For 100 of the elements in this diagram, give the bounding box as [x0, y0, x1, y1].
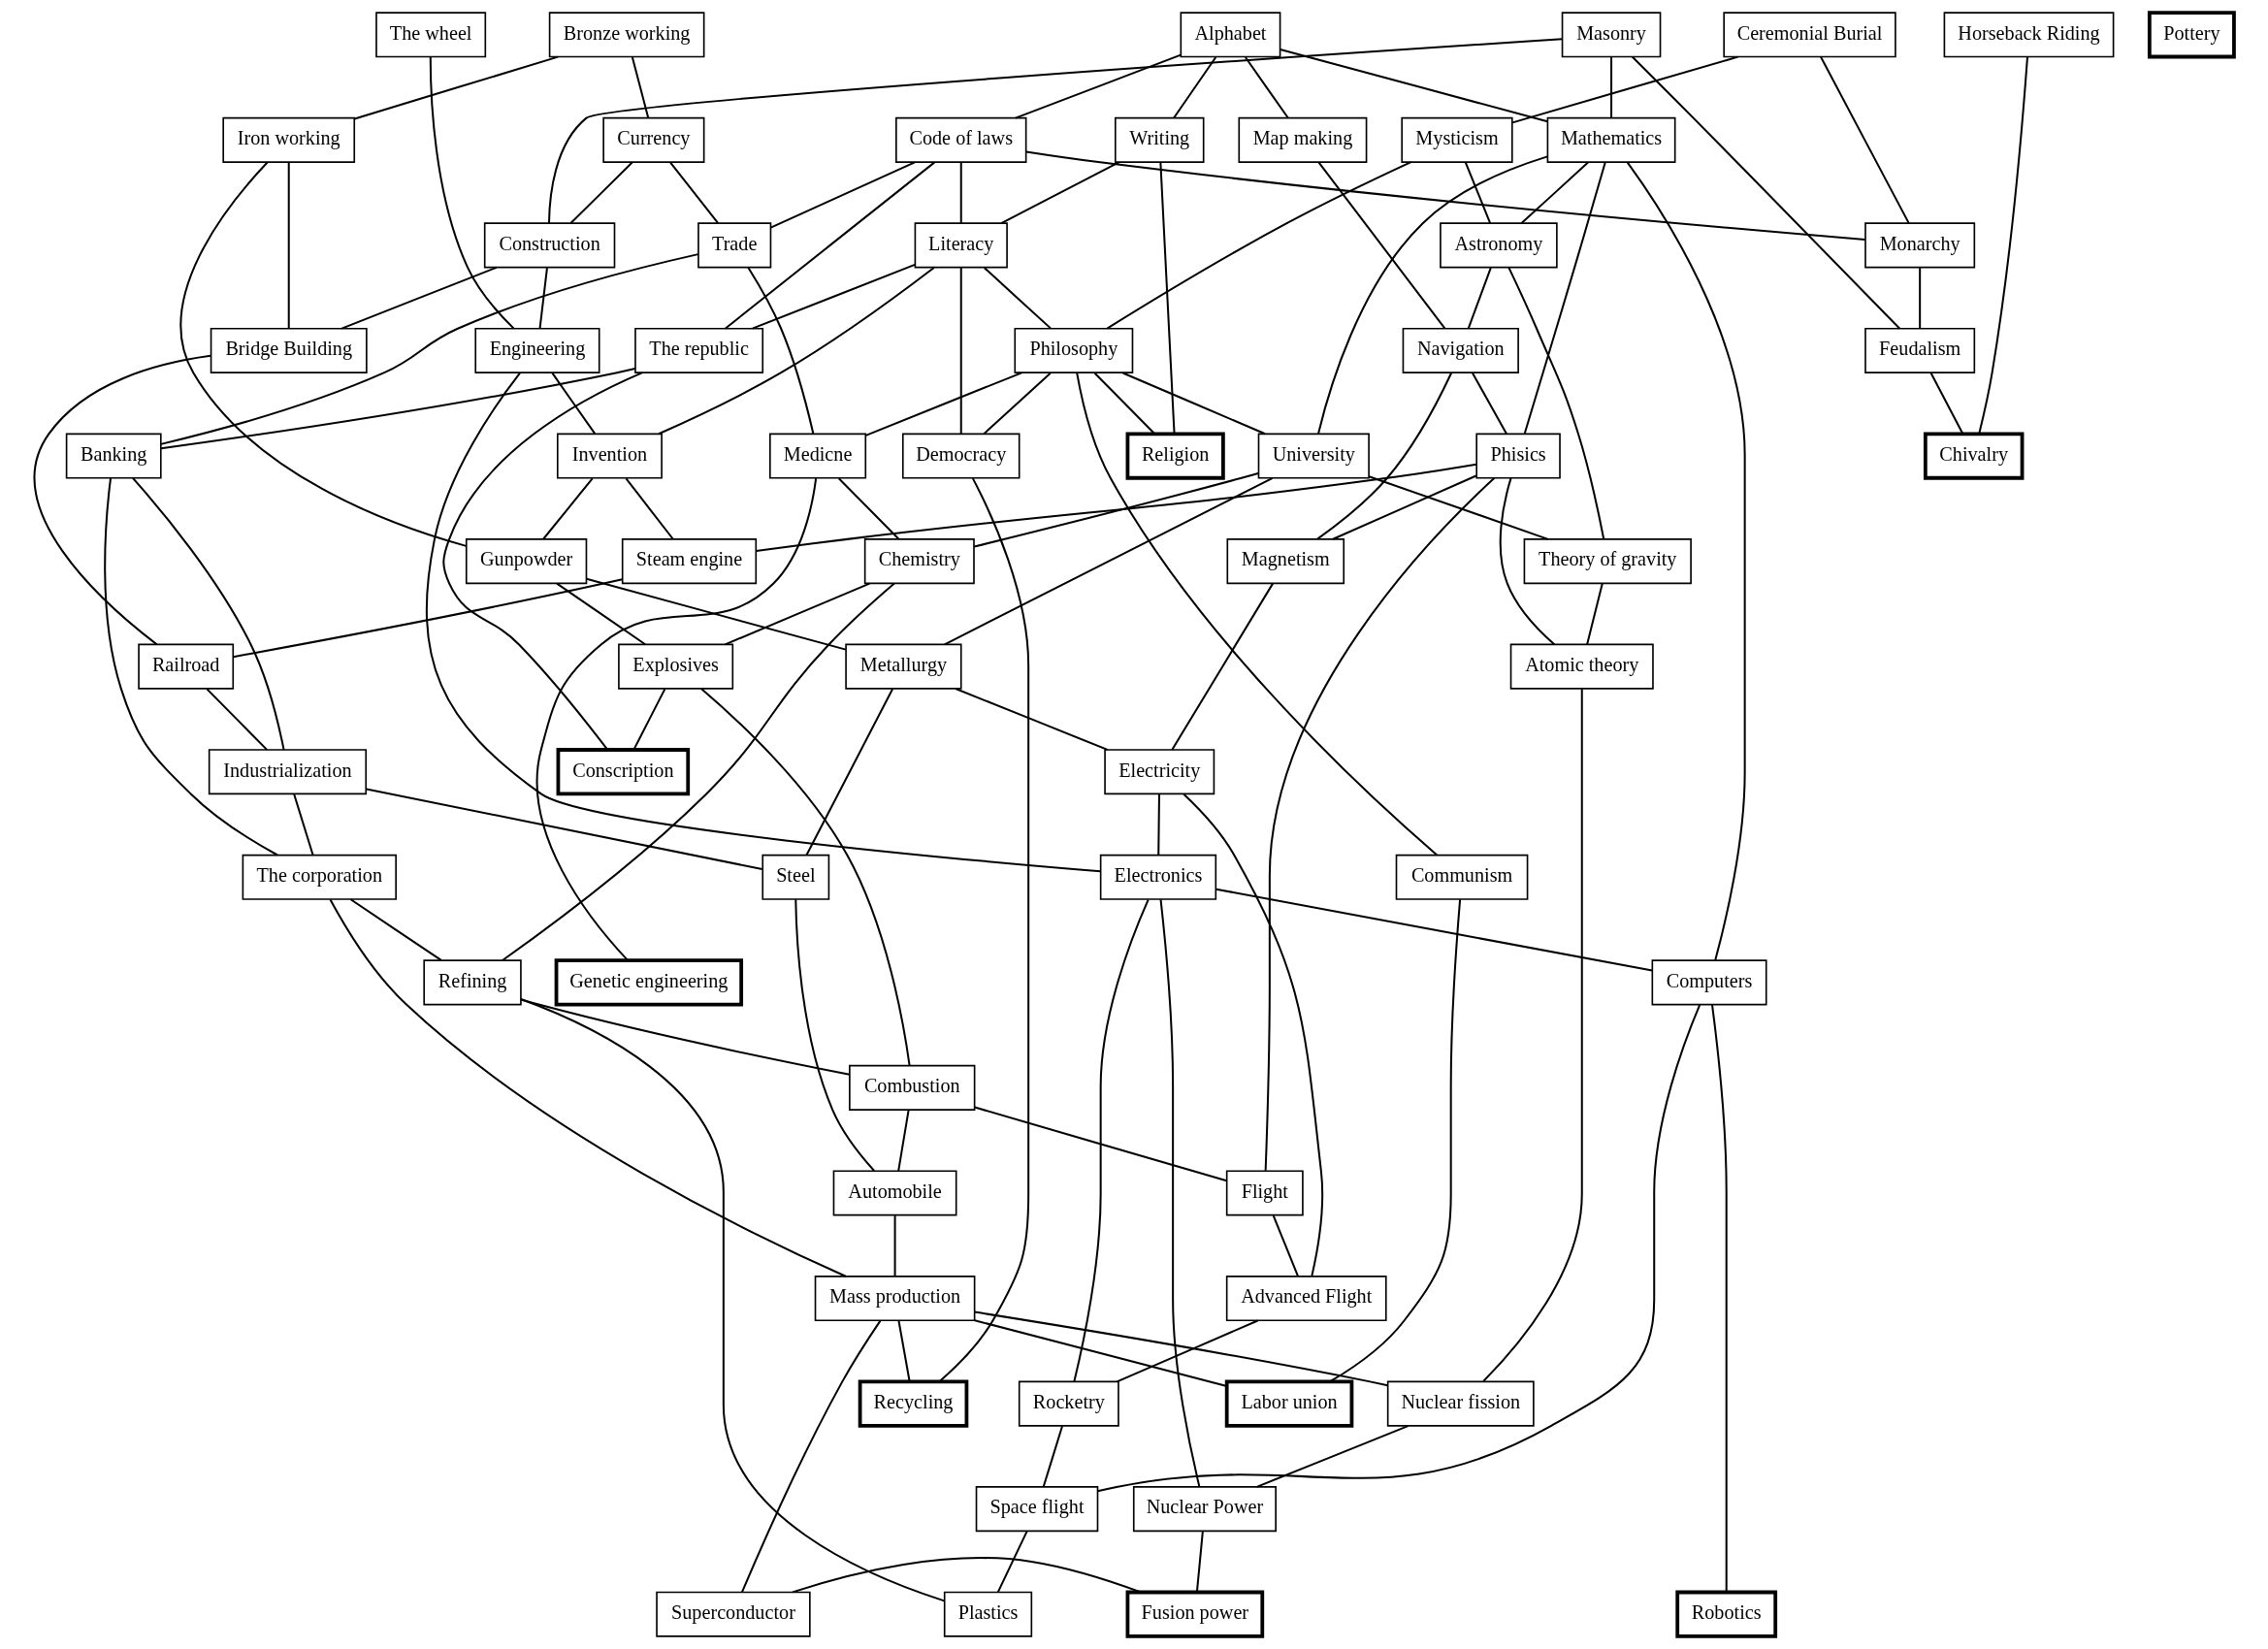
node-box: Ceremonial Burial — [1723, 12, 1896, 58]
connector — [1117, 1319, 1258, 1383]
connector — [535, 478, 818, 961]
node-box: Monarchy — [1864, 222, 1976, 269]
node-box: Explosives — [618, 643, 734, 690]
node-box: Space flight — [975, 1486, 1099, 1533]
connector — [542, 477, 594, 540]
connector — [1467, 267, 1492, 329]
connector — [1329, 899, 1462, 1383]
connector — [1631, 55, 1900, 330]
connector — [794, 899, 875, 1172]
connector — [1332, 474, 1477, 540]
node-box: The wheel — [375, 12, 487, 58]
connector — [865, 372, 1022, 436]
node-box: Construction — [483, 222, 616, 269]
node-box: Map making — [1238, 116, 1368, 163]
connector — [547, 38, 1563, 224]
node-box: Railroad — [138, 643, 235, 690]
connector — [160, 253, 698, 445]
node-box: Fusion power — [1125, 1590, 1265, 1638]
node-box: Labor union — [1224, 1379, 1354, 1428]
connector — [792, 1557, 1142, 1594]
connector — [974, 1319, 1227, 1387]
connector — [1025, 150, 1865, 241]
connector — [1317, 161, 1446, 330]
node-box: Conscription — [556, 748, 691, 796]
node-box: Superconductor — [656, 1591, 811, 1637]
connector — [1245, 56, 1289, 119]
node-box: Automobile — [832, 1170, 957, 1216]
node-box: Plastics — [943, 1591, 1033, 1637]
connector — [1183, 793, 1324, 1277]
connector — [1042, 1426, 1063, 1488]
connector — [287, 162, 290, 329]
node-box: Nuclear Power — [1132, 1486, 1277, 1533]
node-box: Mathematics — [1546, 116, 1676, 163]
connector — [160, 368, 635, 450]
connector — [1122, 372, 1266, 436]
connector — [974, 1106, 1227, 1182]
connector — [1711, 1004, 1728, 1592]
connector — [984, 267, 1052, 330]
connector — [805, 688, 894, 856]
connector — [1093, 372, 1156, 435]
connector — [944, 476, 1274, 646]
node-box: Steam engine — [621, 538, 758, 585]
node-box: Combustion — [849, 1064, 976, 1111]
node-box: Banking — [65, 433, 162, 479]
connector — [354, 55, 559, 120]
connector — [1507, 267, 1605, 539]
node-box: Communism — [1395, 854, 1529, 900]
connector — [1264, 477, 1496, 1171]
node-box: Steel — [761, 854, 830, 900]
connector — [520, 998, 945, 1602]
node-box: Refining — [423, 959, 522, 1006]
connector — [206, 688, 268, 751]
connector — [955, 688, 1108, 751]
node-box: Literacy — [914, 222, 1008, 269]
connector — [33, 354, 211, 646]
connector — [366, 788, 762, 870]
connector — [669, 161, 720, 224]
connector — [1076, 372, 1438, 857]
connector — [1272, 1214, 1299, 1277]
node-box: Democracy — [901, 433, 1021, 479]
connector — [341, 266, 498, 330]
node-box: Bridge Building — [210, 327, 368, 373]
connector — [586, 577, 847, 651]
connector — [1171, 583, 1274, 751]
connector — [632, 688, 666, 751]
connector — [1159, 899, 1201, 1487]
connector — [838, 477, 900, 540]
connector — [700, 688, 911, 1066]
connector — [1626, 161, 1746, 961]
connector — [631, 56, 650, 118]
connector — [1015, 53, 1182, 119]
node-box: Masonry — [1561, 12, 1662, 58]
node-box: Rocketry — [1018, 1380, 1119, 1427]
connector — [1499, 477, 1555, 645]
connector — [1464, 162, 1492, 224]
connector — [1586, 583, 1604, 645]
node-box: Iron working — [222, 116, 356, 163]
node-box: Recycling — [858, 1379, 969, 1428]
node-box: Feudalism — [1864, 327, 1976, 373]
node-box: Currency — [602, 116, 705, 163]
node-box: Philosophy — [1014, 327, 1134, 373]
connector — [442, 372, 643, 751]
node-box: Phisics — [1475, 433, 1561, 479]
node-box: Pottery — [2147, 11, 2236, 59]
connector — [725, 582, 870, 646]
connector — [429, 56, 515, 330]
connector — [996, 1531, 1028, 1593]
connector — [1000, 161, 1119, 225]
connector — [426, 372, 1101, 873]
node-box: Mass production — [814, 1276, 976, 1322]
connector — [747, 267, 815, 435]
connector — [1316, 372, 1453, 540]
connector — [520, 998, 850, 1076]
connector — [1256, 1425, 1409, 1488]
connector — [1523, 161, 1606, 435]
connector — [658, 267, 935, 436]
connector — [329, 898, 847, 1277]
connector — [1919, 268, 1922, 329]
